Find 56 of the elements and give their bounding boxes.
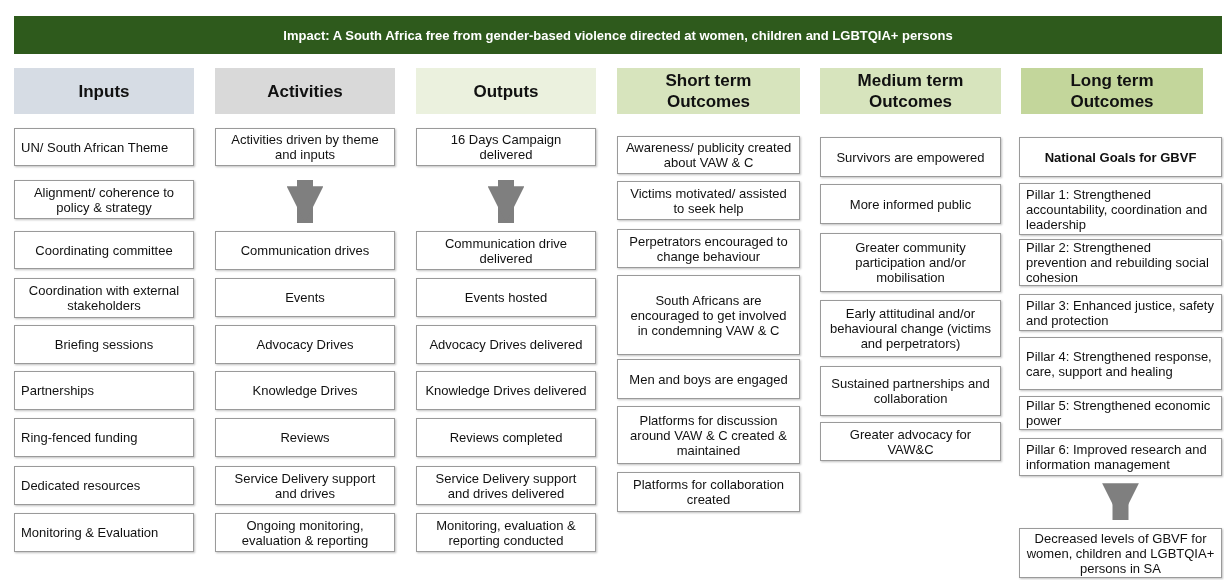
pillar-box: Pillar 6: Improved research and information management xyxy=(1019,438,1222,476)
output-box: Monitoring, evaluation & reporting conducted xyxy=(416,513,596,552)
goal-box: National Goals for GBVF xyxy=(1019,137,1222,177)
outcome-box: Early attitudinal and/or behavioural change (victims and perpetrators) xyxy=(820,300,1001,357)
pillar-box: Pillar 3: Enhanced justice, safety and protection xyxy=(1019,294,1222,331)
block-arrow xyxy=(1102,483,1139,520)
activity-box: Ongoing monitoring, evaluation & reporting xyxy=(215,513,395,552)
column-header: Long term Outcomes xyxy=(1021,68,1203,114)
output-box: Reviews completed xyxy=(416,418,596,457)
column-header: Outputs xyxy=(416,68,596,114)
input-box: Briefing sessions xyxy=(14,325,194,364)
input-box: Ring-fenced funding xyxy=(14,418,194,457)
outcome-box: Awareness/ publicity created about VAW & C xyxy=(617,136,800,174)
outcome-box: Greater community participation and/or mobilisation xyxy=(820,233,1001,292)
column-header: Inputs xyxy=(14,68,194,114)
outcome-box: Platforms for collaboration created xyxy=(617,472,800,512)
input-box: Alignment/ coherence to policy & strategy xyxy=(14,180,194,219)
block-arrow xyxy=(487,180,525,223)
input-box: Monitoring & Evaluation xyxy=(14,513,194,552)
outcome-box: Sustained partnerships and collaboration xyxy=(820,366,1001,416)
input-box: Dedicated resources xyxy=(14,466,194,505)
outcome-box: Greater advocacy for VAW&C xyxy=(820,422,1001,461)
activity-box: Advocacy Drives xyxy=(215,325,395,364)
input-box: Coordinating committee xyxy=(14,231,194,269)
goal-box: Decreased levels of GBVF for women, children and LGBTQIA+ persons in SA xyxy=(1019,528,1222,578)
outcome-box: South Africans are encouraged to get involved in condemning VAW & C xyxy=(617,275,800,355)
output-box: Events hosted xyxy=(416,278,596,317)
output-box: Knowledge Drives delivered xyxy=(416,371,596,410)
activity-box: Activities driven by theme and inputs xyxy=(215,128,395,166)
outcome-box: Victims motivated/ assisted to seek help xyxy=(617,181,800,220)
pillar-box: Pillar 4: Strengthened response, care, support and healing xyxy=(1019,337,1222,390)
column-header: Activities xyxy=(215,68,395,114)
output-box: Communication drive delivered xyxy=(416,231,596,270)
activity-box: Reviews xyxy=(215,418,395,457)
impact-banner: Impact: A South Africa free from gender-based violence directed at women, children and LGBTQIA+ persons xyxy=(14,16,1222,54)
output-box: Service Delivery support and drives delivered xyxy=(416,466,596,505)
input-box: UN/ South African Theme xyxy=(14,128,194,166)
pillar-box: Pillar 1: Strengthened accountability, coordination and leadership xyxy=(1019,183,1222,235)
column-header: Short term Outcomes xyxy=(617,68,800,114)
outcome-box: Survivors are empowered xyxy=(820,137,1001,177)
block-arrow xyxy=(286,180,324,223)
output-box: Advocacy Drives delivered xyxy=(416,325,596,364)
activity-box: Service Delivery support and drives xyxy=(215,466,395,505)
pillar-box: Pillar 5: Strengthened economic power xyxy=(1019,396,1222,430)
pillar-box: Pillar 2: Strengthened prevention and rebuilding social cohesion xyxy=(1019,239,1222,286)
output-box: 16 Days Campaign delivered xyxy=(416,128,596,166)
activity-box: Events xyxy=(215,278,395,317)
outcome-box: More informed public xyxy=(820,184,1001,224)
column-header: Medium term Outcomes xyxy=(820,68,1001,114)
outcome-box: Men and boys are engaged xyxy=(617,359,800,399)
activity-box: Knowledge Drives xyxy=(215,371,395,410)
outcome-box: Platforms for discussion around VAW & C created & maintained xyxy=(617,406,800,464)
input-box: Coordination with external stakeholders xyxy=(14,278,194,318)
outcome-box: Perpetrators encouraged to change behaviour xyxy=(617,229,800,268)
input-box: Partnerships xyxy=(14,371,194,410)
activity-box: Communication drives xyxy=(215,231,395,270)
